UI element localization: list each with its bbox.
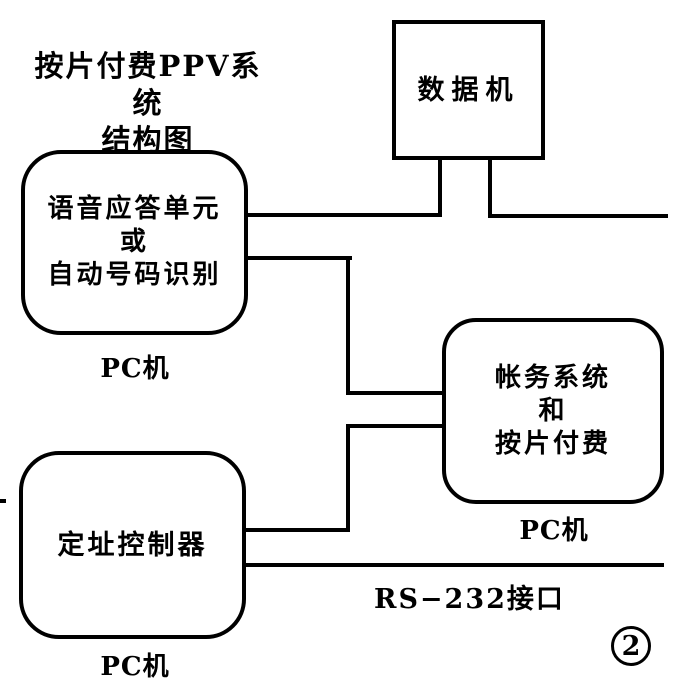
node-modem: 数据机 xyxy=(392,20,545,160)
connector-controller-first-h xyxy=(244,528,350,532)
connector-voice-drop-v xyxy=(346,256,350,395)
diagram-title-line1: 按片付费PPV系统 xyxy=(34,49,262,120)
connector-modem-right-leg xyxy=(488,158,492,218)
node-billing-line2: 和 xyxy=(538,395,568,426)
connector-voice-second-h xyxy=(246,256,352,260)
connector-rs232-bus-h xyxy=(244,563,664,567)
rs232-interface-label: RS−232接口 xyxy=(374,584,565,615)
connector-modem-to-right-h xyxy=(488,214,668,218)
diagram-title: 按片付费PPV系统 结构图 xyxy=(22,48,274,159)
connector-modem-left-leg xyxy=(438,158,442,217)
pc-label-billing: PC机 xyxy=(519,516,589,546)
node-voice-response-unit: 语音应答单元 或 自动号码识别 xyxy=(21,150,248,335)
connector-stub-billing-bottom xyxy=(346,424,444,428)
node-voice-line3: 自动号码识别 xyxy=(47,260,222,290)
node-voice-line1: 语音应答单元 xyxy=(47,194,222,224)
connector-billing-drop-v xyxy=(346,424,350,532)
node-modem-label: 数据机 xyxy=(417,74,520,106)
pc-label-voice-unit: PC机 xyxy=(100,354,170,384)
node-addressing-controller: 定址控制器 xyxy=(19,451,246,639)
pc-label-controller: PC机 xyxy=(100,652,170,682)
node-billing-line1: 帐务系统 xyxy=(494,362,611,393)
scan-artifact-tick xyxy=(0,499,6,503)
connector-voice-to-modem-h xyxy=(246,213,442,217)
node-controller-label: 定址控制器 xyxy=(57,529,208,561)
node-voice-line2: 或 xyxy=(119,227,149,257)
figure-number: 2 xyxy=(621,630,641,662)
node-billing-line3: 按片付费 xyxy=(494,428,611,459)
connector-stub-billing-top xyxy=(346,391,444,395)
node-billing-system: 帐务系统 和 按片付费 xyxy=(442,318,664,504)
figure-number-badge: 2 xyxy=(611,626,651,666)
